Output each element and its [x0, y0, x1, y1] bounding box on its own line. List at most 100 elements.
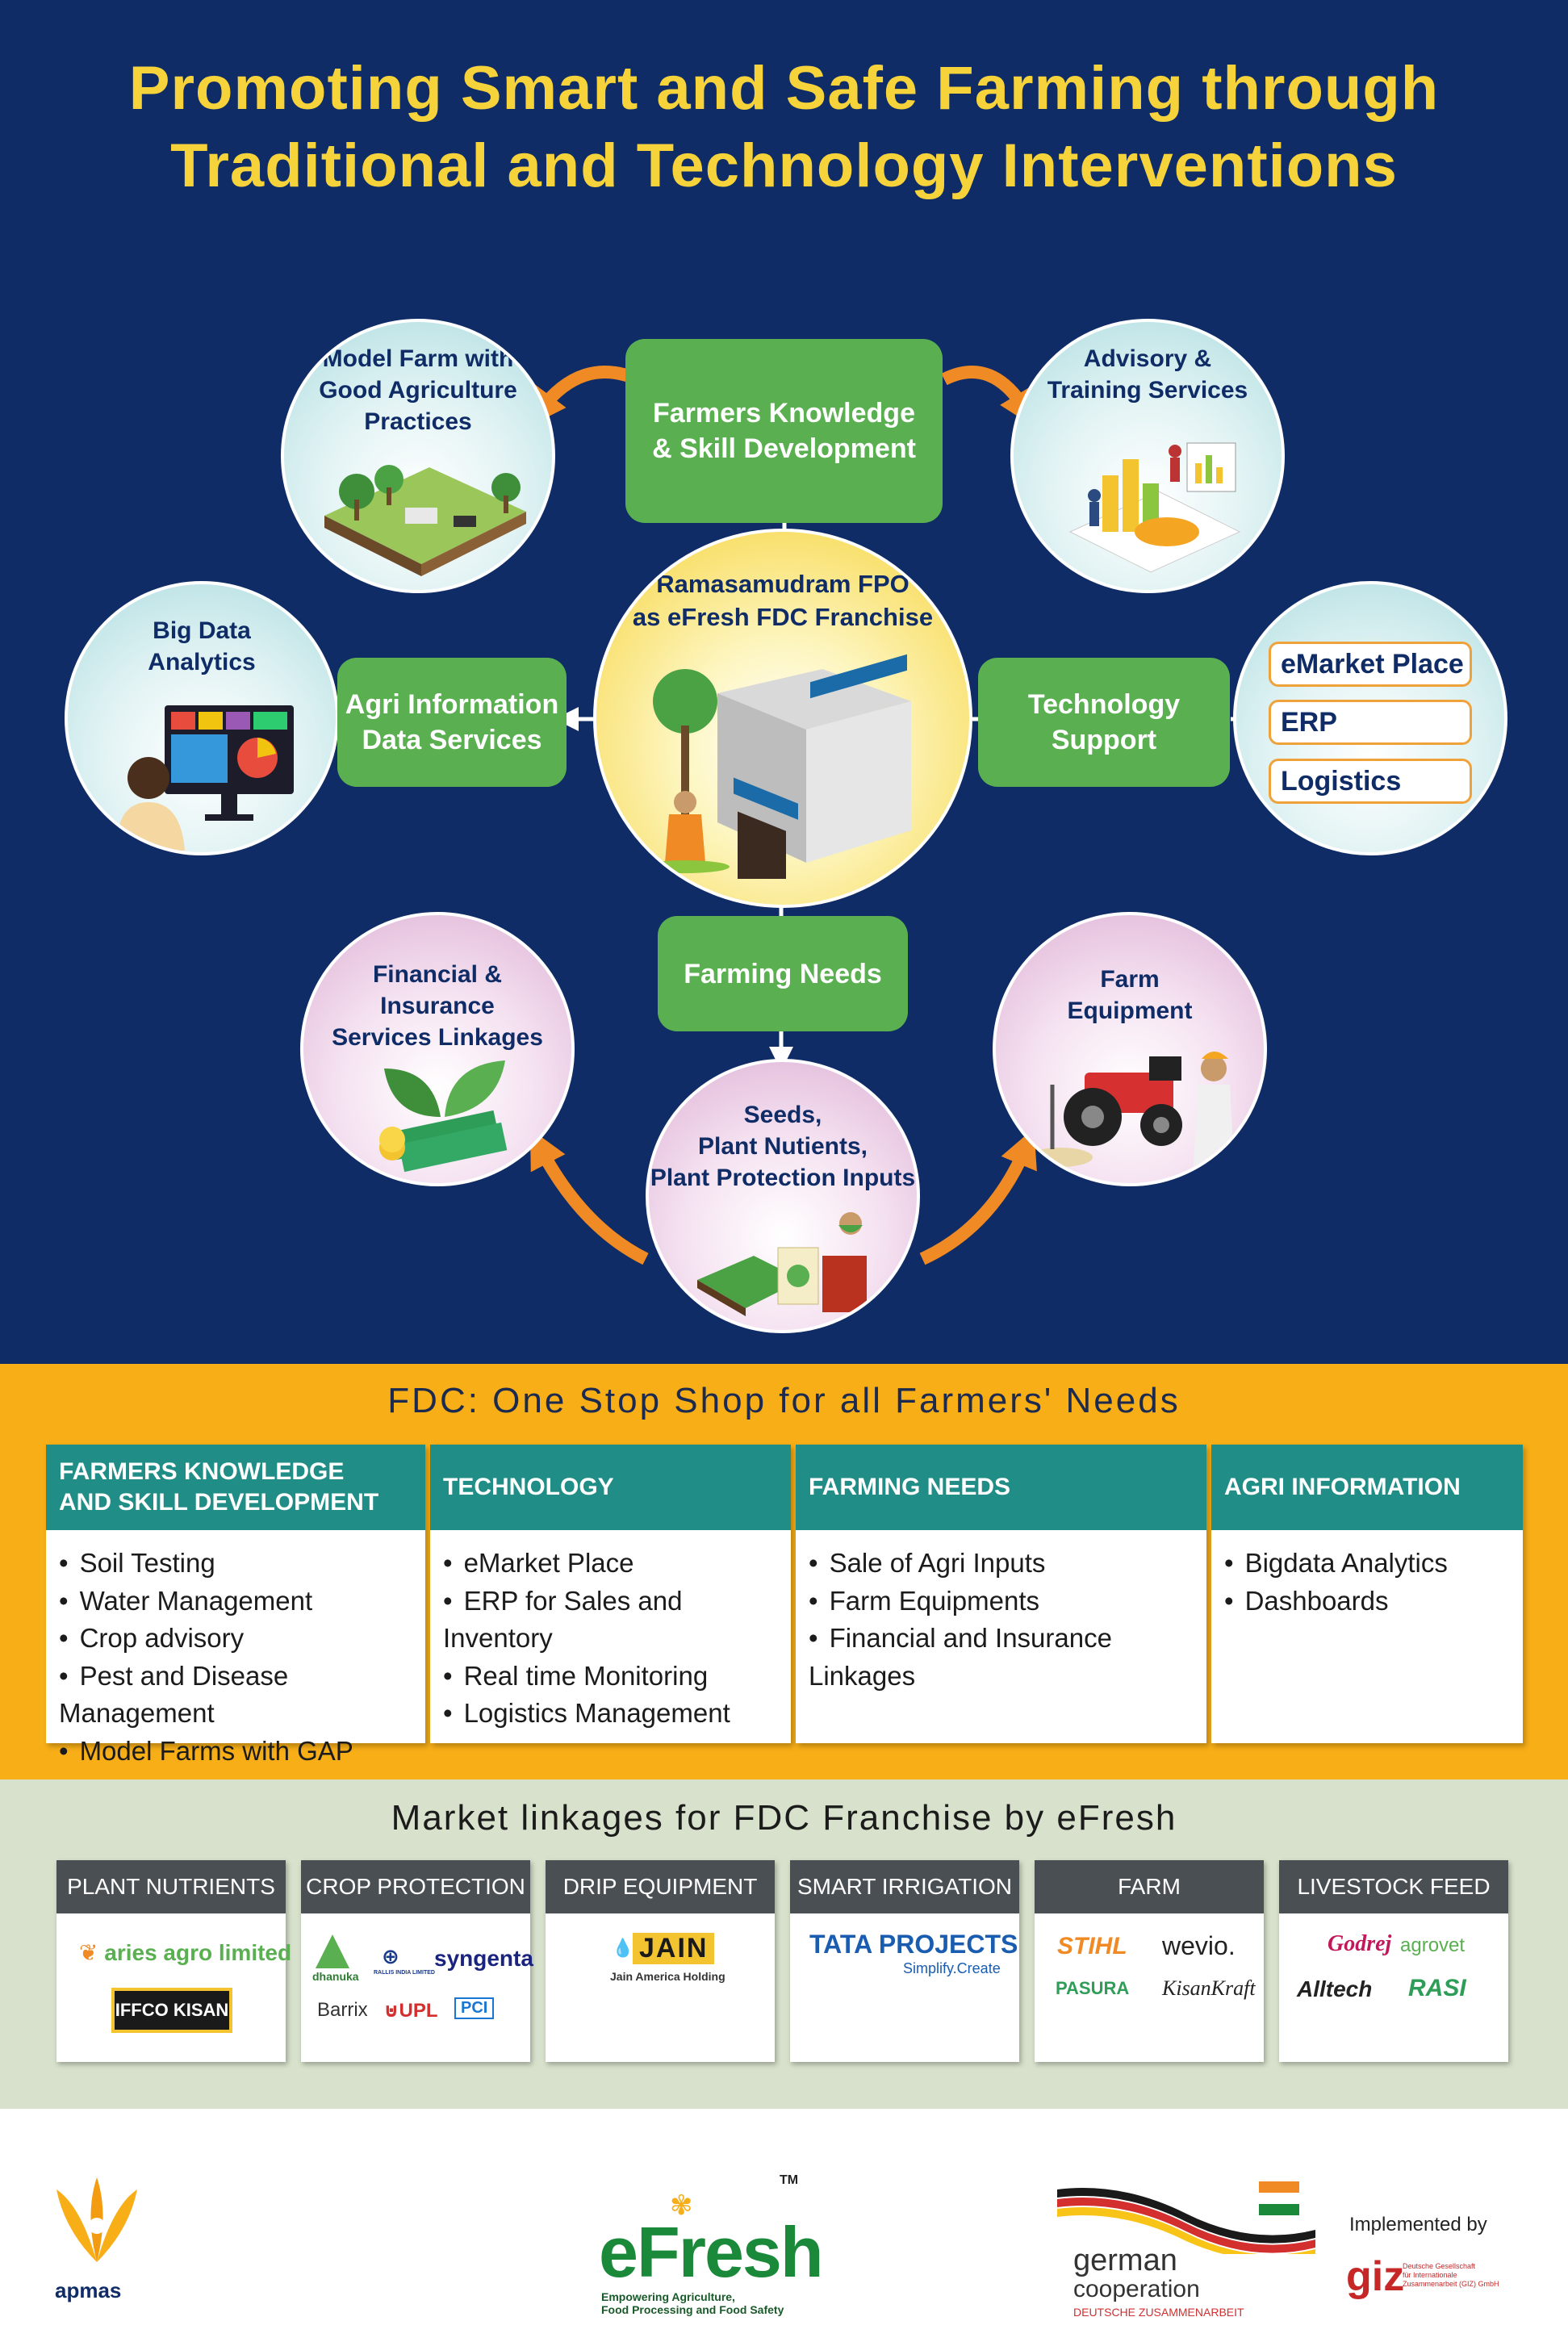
dhanuka-triangle-icon — [316, 1934, 349, 1968]
money-plant-illustration — [379, 1060, 508, 1173]
curve-arrow-to-equipment — [919, 1127, 1037, 1265]
market-card-crop-protection: CROP PROTECTION dhanuka ⊕ RALLIS INDIA L… — [301, 1860, 533, 2062]
alltech-logo: Alltech — [1297, 1976, 1373, 2001]
big-data-circle: Big Data Analytics — [65, 581, 339, 855]
market-card-header: PLANT NUTRIENTS — [56, 1860, 286, 1913]
advisory-illustration — [1068, 442, 1241, 573]
page-title: Promoting Smart and Safe Farming through… — [128, 54, 1440, 200]
list-item: Soil Testing — [59, 1545, 425, 1583]
farm-equipment-circle: Farm Equipment — [993, 912, 1267, 1186]
tata-projects-logo: TATA PROJECTS — [809, 1930, 1018, 1959]
model-farm-label: Model Farm with Good Agriculture Practic… — [319, 345, 517, 435]
list-item: Dashboards — [1224, 1583, 1523, 1621]
rallis-globe-icon: ⊕ — [382, 1944, 399, 1968]
german-cooperation-logo: german cooperation DEUTSCHE ZUSAMMENARBE… — [1073, 2244, 1244, 2319]
logistics-box: Logistics — [1269, 759, 1472, 804]
erp-box: ERP — [1269, 700, 1472, 745]
list-item: Logistics Management — [443, 1695, 791, 1733]
german-cooperation-flag-icon — [1057, 2181, 1315, 2254]
efresh-logo: eFresh — [599, 2212, 824, 2292]
fdc-column-list: Soil Testing Water Management Crop advis… — [46, 1530, 425, 1770]
iffco-kisan-logo: IFFCO KISAN — [111, 1988, 232, 2033]
tractor-illustration — [1028, 1052, 1234, 1167]
wevio-logo: wevio. — [1162, 1931, 1236, 1960]
market-title: Market linkages for FDC Franchise by eFr… — [391, 1798, 1177, 1838]
market-card-plant-nutrients: PLANT NUTRIENTS ❦ aries agro limited IFF… — [56, 1860, 291, 2062]
upl-logo: ⊍UPL — [383, 2000, 438, 2022]
advisory-circle: Advisory & Training Services — [1010, 319, 1285, 593]
seeds-illustration — [697, 1212, 867, 1316]
list-item: Sale of Agri Inputs — [809, 1545, 1206, 1583]
kisankraft-logo: KisanKraft — [1162, 1976, 1256, 2000]
pasura-logo: PASURA — [1056, 1978, 1130, 1998]
curve-arrow-to-financial — [529, 1128, 649, 1265]
emarket-place-box: eMarket Place — [1269, 642, 1472, 687]
market-linkages-section: Market linkages for FDC Franchise by eFr… — [0, 1780, 1568, 2109]
fdc-column-farming-needs: FARMING NEEDS Sale of Agri Inputs Farm E… — [796, 1445, 1206, 1743]
giz-subtitle: Deutsche Gesellschaft für Internationale… — [1403, 2262, 1499, 2288]
list-item: Water Management — [59, 1583, 425, 1621]
footer: apmas eFresh ✾ TM Empowering Agriculture… — [0, 2109, 1568, 2342]
list-item: Bigdata Analytics — [1224, 1545, 1523, 1583]
fdc-shop-illustration — [645, 654, 911, 879]
big-data-illustration — [116, 705, 294, 851]
rasi-logo: RASI — [1408, 1975, 1466, 2001]
market-card-livestock-feed: LIVESTOCK FEED Godrej agrovet Alltech RA… — [1279, 1860, 1508, 2062]
stihl-logo: STIHL — [1057, 1933, 1127, 1959]
dhanuka-logo: dhanuka — [312, 1970, 359, 1983]
model-farm-circle: Model Farm with Good Agriculture Practic… — [281, 319, 555, 593]
market-card-header: FARM MECHANIZATION — [1035, 1860, 1264, 1952]
farming-needs-hub-box: Farming Needs — [658, 916, 908, 1031]
wheat-icon: ✾ — [670, 2190, 693, 2221]
big-data-label: Big Data Analytics — [148, 617, 256, 675]
rallis-logo: RALLIS INDIA LIMITED — [374, 1970, 435, 1976]
tata-tagline: Simplify.Create — [903, 1960, 1001, 1976]
barrix-logo: Barrix — [317, 1999, 368, 2021]
fpo-center-circle: Ramasamudram FPO as eFresh FDC Franchise — [593, 529, 972, 908]
market-card-header: LIVESTOCK FEED — [1279, 1860, 1508, 1913]
fdc-column-list: Bigdata Analytics Dashboards — [1211, 1530, 1523, 1620]
list-item: Real time Monitoring — [443, 1658, 791, 1696]
list-item: Model Farms with GAP — [59, 1733, 425, 1771]
fdc-column-technology: TECHNOLOGY eMarket Place ERP for Sales a… — [430, 1445, 791, 1743]
upl-mark-icon: ⊍ — [383, 2000, 399, 2022]
aries-leaf-icon: ❦ — [79, 1940, 98, 1965]
fdc-column-header: TECHNOLOGY — [430, 1445, 791, 1530]
pci-logo: PCI — [454, 1997, 495, 2019]
curve-arrow-to-advisory — [941, 366, 1037, 429]
fdc-title: FDC: One Stop Shop for all Farmers' Need… — [387, 1381, 1181, 1420]
curve-arrow-to-model-farm — [527, 366, 641, 428]
advisory-label: Advisory & Training Services — [1047, 345, 1248, 404]
market-card-farm-mechanization: FARM MECHANIZATION STIHL wevio. PASURA K… — [1035, 1860, 1264, 2062]
financial-label: Financial & Insurance Services Linkages — [332, 961, 543, 1051]
jain-subtitle: Jain America Holding — [610, 1970, 725, 1983]
model-farm-illustration — [324, 465, 526, 576]
financial-circle: Financial & Insurance Services Linkages — [300, 912, 575, 1186]
implemented-by-label: Implemented by — [1349, 2214, 1487, 2235]
fdc-column-list: Sale of Agri Inputs Farm Equipments Fina… — [796, 1530, 1206, 1695]
agrovet-logo: agrovet — [1400, 1934, 1466, 1956]
diagram-section: Promoting Smart and Safe Farming through… — [0, 0, 1568, 1364]
list-item: eMarket Place — [443, 1545, 791, 1583]
fdc-column-list: eMarket Place ERP for Sales and Inventor… — [430, 1530, 791, 1733]
market-card-header: DRIP EQUIPMENT — [546, 1860, 775, 1913]
efresh-tagline: Empowering Agriculture, Food Processing … — [601, 2290, 784, 2316]
seeds-circle: Seeds, Plant Nutients, Plant Protection … — [646, 1059, 920, 1333]
fdc-column-header: FARMING NEEDS — [796, 1445, 1206, 1530]
water-drop-icon: 💧 — [612, 1938, 634, 1958]
list-item: Pest and Disease Management — [59, 1658, 425, 1733]
list-item: ERP for Sales and Inventory — [443, 1583, 791, 1658]
efresh-trademark: TM — [780, 2173, 799, 2187]
market-card-drip-equipment: DRIP EQUIPMENT 💧 JAIN Jain America Holdi… — [546, 1860, 775, 2062]
market-card-header: CROP PROTECTION — [301, 1860, 530, 1913]
giz-logo: giz — [1346, 2253, 1405, 2300]
fdc-column-header: AGRI INFORMATION — [1211, 1445, 1523, 1530]
apmas-flower-icon — [56, 2177, 137, 2262]
market-card-header: SMART IRRIGATION — [790, 1860, 1019, 1913]
farm-equipment-label: Farm Equipment — [1067, 966, 1193, 1024]
apmas-logo: apmas — [55, 2278, 122, 2302]
